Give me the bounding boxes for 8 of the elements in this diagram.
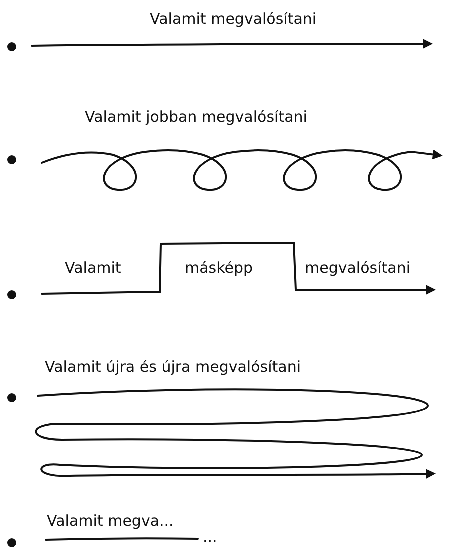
line-caption: ... xyxy=(203,528,218,546)
line-caption: Valamit újra és újra megvalósítani xyxy=(45,358,301,376)
line-caption: Valamit xyxy=(65,259,122,277)
line-caption: Valamit megvalósítani xyxy=(150,10,317,28)
line-caption: másképp xyxy=(185,259,254,277)
line-caption: Valamit megva... xyxy=(47,512,174,530)
line-caption: Valamit jobban megvalósítani xyxy=(85,108,308,126)
line-caption: megvalósítani xyxy=(305,259,411,277)
